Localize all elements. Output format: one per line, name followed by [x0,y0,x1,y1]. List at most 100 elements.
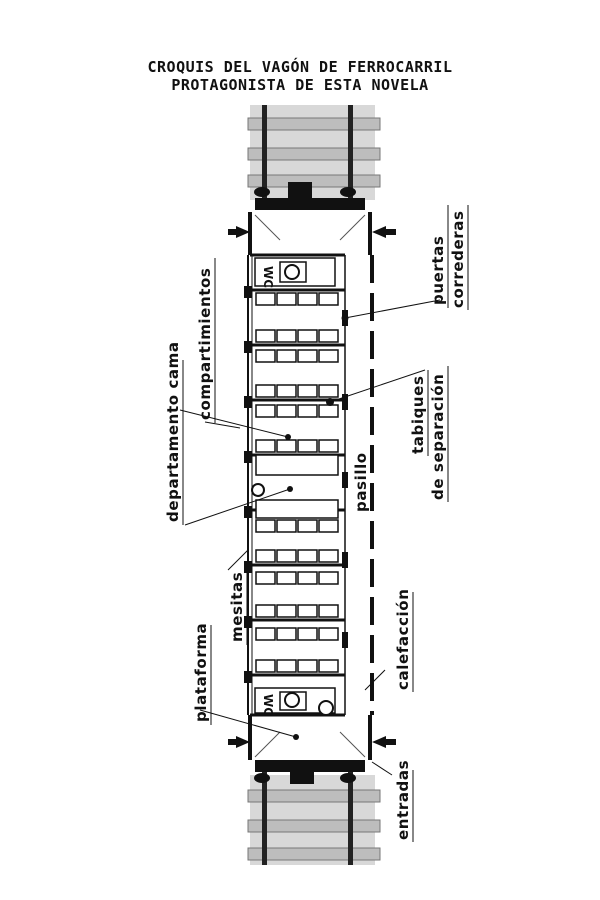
seat [276,519,297,533]
seat [318,384,339,398]
window-pillar [244,671,252,683]
seat [297,404,318,418]
arrow-left-icon [372,736,396,748]
seat [276,384,297,398]
coupling-top [254,182,365,210]
washbasin-icon [251,483,265,497]
label-departamento-cama: departamento cama [164,341,182,522]
seat [255,292,276,306]
label-mesitas: mesitas [228,572,246,642]
seat [297,571,318,585]
seat [297,604,318,618]
window-pillar [244,616,252,628]
label-calefaccion: calefacción [394,589,412,691]
seat [255,404,276,418]
seat [318,519,339,533]
seat [297,659,318,673]
window-pillar [244,396,252,408]
diagram-title-line-1: CROQUIS DEL VAGÓN DE FERROCARRIL [147,58,453,76]
arrow-left-icon [372,226,396,238]
label-tabiques: tabiques [409,376,427,455]
window-pillar [244,341,252,353]
seat [276,659,297,673]
arrow-right-icon [228,736,250,748]
label-puertas: puertas [429,236,447,305]
seat [297,549,318,563]
window-pillar [244,561,252,573]
seat [297,627,318,641]
sliding-door [342,472,348,488]
seat [255,627,276,641]
window-pillar [244,286,252,298]
seat [318,349,339,363]
track-rail-right [348,770,353,865]
seat [255,439,276,453]
track-sleeper [247,847,381,861]
washbasin-icon [318,700,334,716]
sliding-door [342,632,348,648]
seat [255,549,276,563]
sliding-door [342,552,348,568]
entry-arrows [228,226,396,748]
wc-bottom-label: WC [261,694,275,716]
seat [318,604,339,618]
track-rail-right [348,105,353,200]
seat [318,292,339,306]
seat [318,627,339,641]
seat [297,384,318,398]
wc-top-label: WC [261,266,275,288]
seat [318,659,339,673]
seat [276,571,297,585]
seat [318,549,339,563]
track-sleeper [247,117,381,131]
seat [318,404,339,418]
bed-compartment [251,454,339,519]
leader-lines [179,299,441,776]
platform-top-walls [248,212,372,255]
seat [255,659,276,673]
railway-track-top [247,105,381,200]
toilet-icon [284,264,300,280]
wc-top: WC [254,257,336,288]
seat [276,439,297,453]
track-rail-left [262,105,267,200]
label-pasillo: pasillo [352,452,370,512]
seat [318,329,339,343]
seat [255,349,276,363]
label-correderas: correderas [449,210,467,308]
seat [276,404,297,418]
track-sleeper [247,819,381,833]
label-underlines [182,205,469,842]
railway-track-bottom [247,770,381,865]
label-de-separacion: de separación [429,374,447,500]
window-pillar [244,506,252,518]
seat [297,329,318,343]
seat [318,439,339,453]
label-compartimientos: compartimientos [196,268,214,420]
compartments-group [244,286,348,683]
toilet-icon [284,692,300,708]
seat [255,384,276,398]
track-sleeper [247,174,381,188]
seat [276,349,297,363]
seat [318,571,339,585]
arrow-right-icon [228,226,250,238]
seat [276,627,297,641]
seat [297,349,318,363]
seat [276,549,297,563]
coupling-bottom [254,760,365,784]
seat [297,292,318,306]
track-sleeper [247,147,381,161]
sliding-door [342,394,348,410]
track-rail-left [262,770,267,865]
seat [297,439,318,453]
wc-bottom: WC [254,687,336,716]
diagram-title-line-2: PROTAGONISTA DE ESTA NOVELA [171,76,429,94]
seat [255,519,276,533]
seat [276,604,297,618]
seat [255,604,276,618]
label-plataforma: plataforma [192,623,210,722]
seat [276,329,297,343]
label-entradas: entradas [394,760,412,840]
